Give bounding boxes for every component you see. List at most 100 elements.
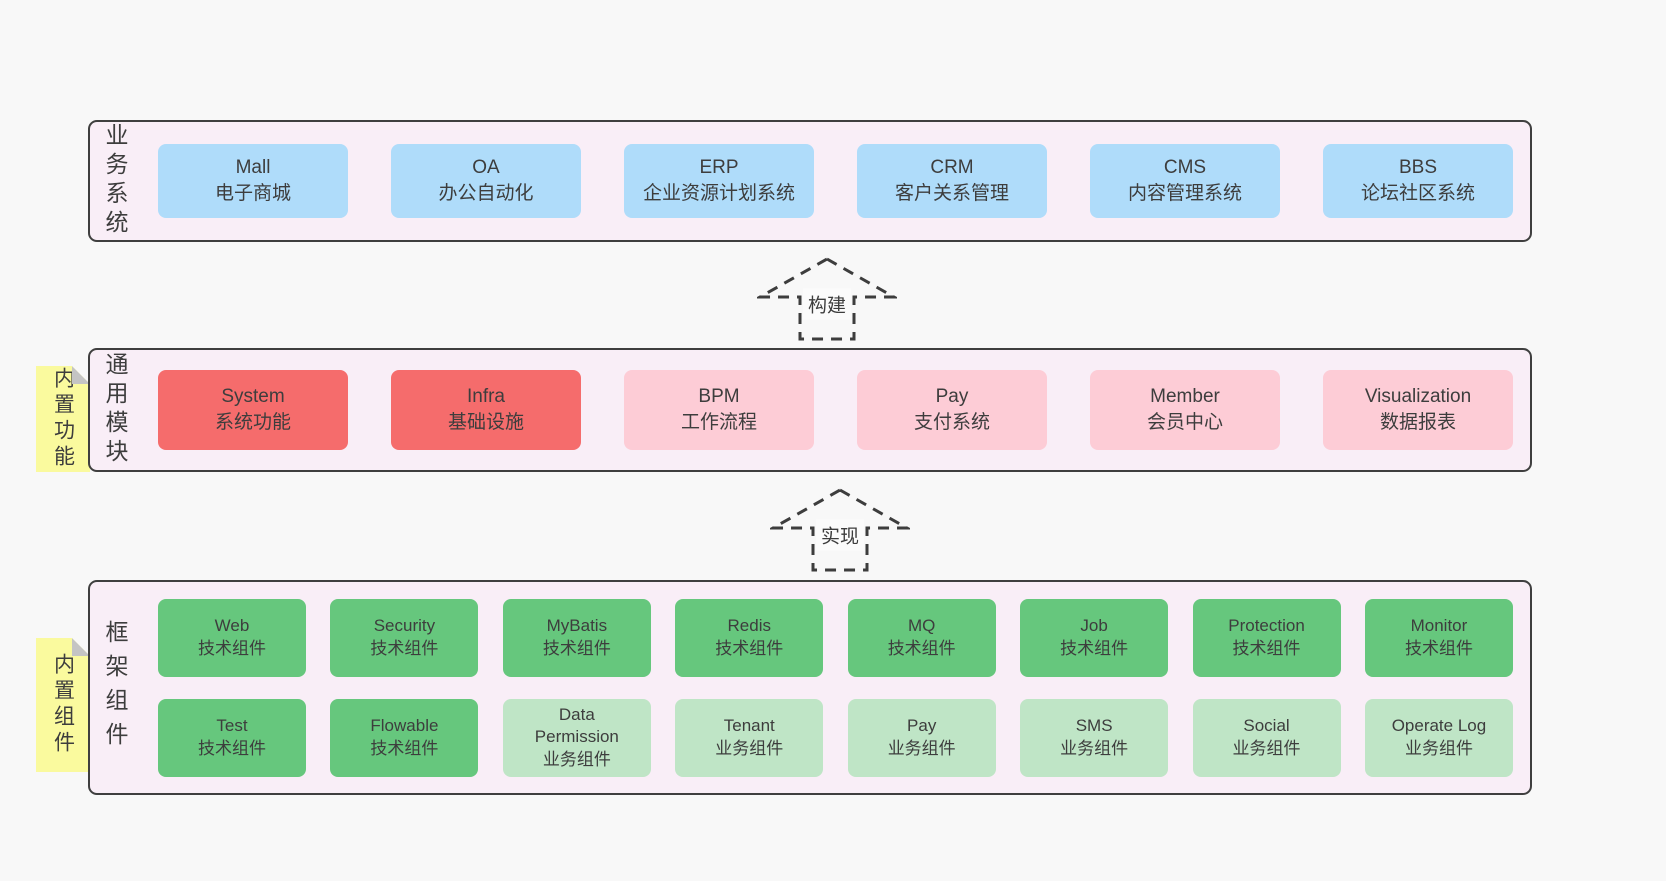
box-title: Security (373, 616, 436, 636)
box-redis: Redis 技术组件 (675, 598, 824, 677)
box-social: Social 业务组件 (1192, 698, 1341, 777)
box-oa: OA 办公自动化 (391, 144, 581, 218)
band-modules-label: 通用模块 (102, 352, 128, 468)
box-title: Member (1150, 385, 1220, 407)
box-operate-log: Operate Log 业务组件 (1364, 698, 1513, 777)
box-data-permission: Data Permission 业务组件 (502, 698, 651, 777)
sticky-note-text: 内置功能 (51, 367, 75, 471)
box-subtitle: 业务组件 (1232, 738, 1301, 758)
box-subtitle: 办公自动化 (438, 183, 534, 204)
box-title: Flowable (370, 716, 439, 736)
box-subtitle: 业务组件 (887, 738, 956, 758)
box-protection: Protection 技术组件 (1192, 598, 1341, 677)
box-title: Monitor (1410, 616, 1468, 636)
box-erp: ERP 企业资源计划系统 (624, 144, 814, 218)
box-pay-biz: Pay 业务组件 (847, 698, 996, 777)
framework-row-1: Web 技术组件 Security 技术组件 MyBatis 技术组件 Redi… (126, 598, 1530, 677)
box-pay: Pay 支付系统 (857, 370, 1047, 450)
box-member: Member 会员中心 (1090, 370, 1280, 450)
box-crm: CRM 客户关系管理 (857, 144, 1047, 218)
box-infra: Infra 基础设施 (391, 370, 581, 450)
sticky-note-text: 内置组件 (51, 653, 75, 757)
box-subtitle: 系统功能 (214, 412, 291, 433)
sticky-note-builtin-features: 内置功能 (36, 366, 90, 472)
box-cms: CMS 内容管理系统 (1090, 144, 1280, 218)
box-title: OA (472, 156, 500, 178)
box-subtitle: 业务组件 (1404, 738, 1473, 758)
box-title: Protection (1228, 616, 1305, 636)
box-subtitle: 业务组件 (1060, 738, 1129, 758)
box-mq: MQ 技术组件 (847, 598, 996, 677)
up-arrow-icon (757, 257, 897, 341)
box-subtitle: 业务组件 (542, 749, 611, 769)
box-flowable: Flowable 技术组件 (330, 698, 479, 777)
band-business-label: 业务系统 (102, 123, 128, 239)
arrow-build-label: 构建 (802, 288, 852, 320)
box-mybatis: MyBatis 技术组件 (502, 598, 651, 677)
box-subtitle: 电子商城 (214, 183, 291, 204)
sticky-note-builtin-components: 内置组件 (36, 638, 90, 772)
box-sms: SMS 业务组件 (1020, 698, 1169, 777)
box-subtitle: 客户关系管理 (894, 183, 1009, 204)
band-framework-components: 框架组件 Web 技术组件 Security 技术组件 MyBatis 技术组件… (88, 580, 1532, 795)
box-subtitle: 支付系统 (913, 412, 990, 433)
box-subtitle: 数据报表 (1379, 412, 1456, 433)
box-title: BPM (698, 385, 740, 407)
box-subtitle: 工作流程 (680, 412, 757, 433)
box-subtitle: 技术组件 (370, 638, 439, 658)
up-arrow-icon (770, 488, 910, 572)
box-title: Social (1243, 716, 1290, 736)
box-subtitle: 技术组件 (887, 638, 956, 658)
box-title: Pay (907, 716, 937, 736)
box-title: SMS (1075, 716, 1113, 736)
box-subtitle: 会员中心 (1146, 412, 1223, 433)
box-subtitle: 技术组件 (370, 738, 439, 758)
box-title: MyBatis (546, 616, 608, 636)
box-title: MQ (907, 616, 936, 636)
box-subtitle: 业务组件 (715, 738, 784, 758)
box-title: Redis (727, 616, 771, 636)
box-subtitle: 技术组件 (1060, 638, 1129, 658)
box-subtitle: 内容管理系统 (1127, 183, 1242, 204)
box-subtitle: 技术组件 (1404, 638, 1473, 658)
box-title: CRM (930, 156, 974, 178)
box-title: CMS (1163, 156, 1207, 178)
box-system: System 系统功能 (158, 370, 348, 450)
box-title: Mall (235, 156, 271, 178)
box-subtitle: 论坛社区系统 (1360, 183, 1475, 204)
box-title: Job (1080, 616, 1108, 636)
box-subtitle: 技术组件 (542, 638, 611, 658)
box-title: System (221, 385, 285, 407)
arrow-implement-label: 实现 (815, 519, 865, 551)
box-subtitle: 技术组件 (198, 738, 266, 758)
box-title: Infra (466, 385, 506, 407)
box-mall: Mall 电子商城 (158, 144, 348, 218)
box-title: Operate Log (1391, 716, 1487, 736)
box-bpm: BPM 工作流程 (624, 370, 814, 450)
box-title: Data Permission (534, 704, 619, 747)
band-framework-label: 框架组件 (102, 619, 128, 756)
band-business-systems: 业务系统 Mall 电子商城 OA 办公自动化 ERP 企业资源计划系统 CRM… (88, 120, 1532, 242)
box-monitor: Monitor 技术组件 (1364, 598, 1513, 677)
box-subtitle: 技术组件 (1232, 638, 1301, 658)
box-web: Web 技术组件 (158, 598, 306, 677)
box-subtitle: 基础设施 (447, 412, 524, 433)
box-subtitle: 技术组件 (198, 638, 266, 658)
box-tenant: Tenant 业务组件 (675, 698, 824, 777)
box-title: Tenant (723, 716, 775, 736)
box-title: Test (216, 716, 248, 736)
box-job: Job 技术组件 (1020, 598, 1169, 677)
band-common-modules: 通用模块 System 系统功能 Infra 基础设施 BPM 工作流程 Pay… (88, 348, 1532, 472)
box-title: BBS (1398, 156, 1438, 178)
arrow-implement: 实现 (770, 487, 910, 573)
business-boxes-row: Mall 电子商城 OA 办公自动化 ERP 企业资源计划系统 CRM 客户关系… (126, 144, 1530, 218)
box-security: Security 技术组件 (330, 598, 479, 677)
framework-rows: Web 技术组件 Security 技术组件 MyBatis 技术组件 Redi… (126, 598, 1530, 777)
box-title: ERP (699, 156, 739, 178)
arrow-build: 构建 (757, 256, 897, 342)
box-title: Web (214, 616, 250, 636)
framework-row-2: Test 技术组件 Flowable 技术组件 Data Permission … (126, 698, 1530, 777)
box-test: Test 技术组件 (158, 698, 306, 777)
box-visualization: Visualization 数据报表 (1323, 370, 1513, 450)
modules-boxes-row: System 系统功能 Infra 基础设施 BPM 工作流程 Pay 支付系统… (126, 370, 1530, 450)
